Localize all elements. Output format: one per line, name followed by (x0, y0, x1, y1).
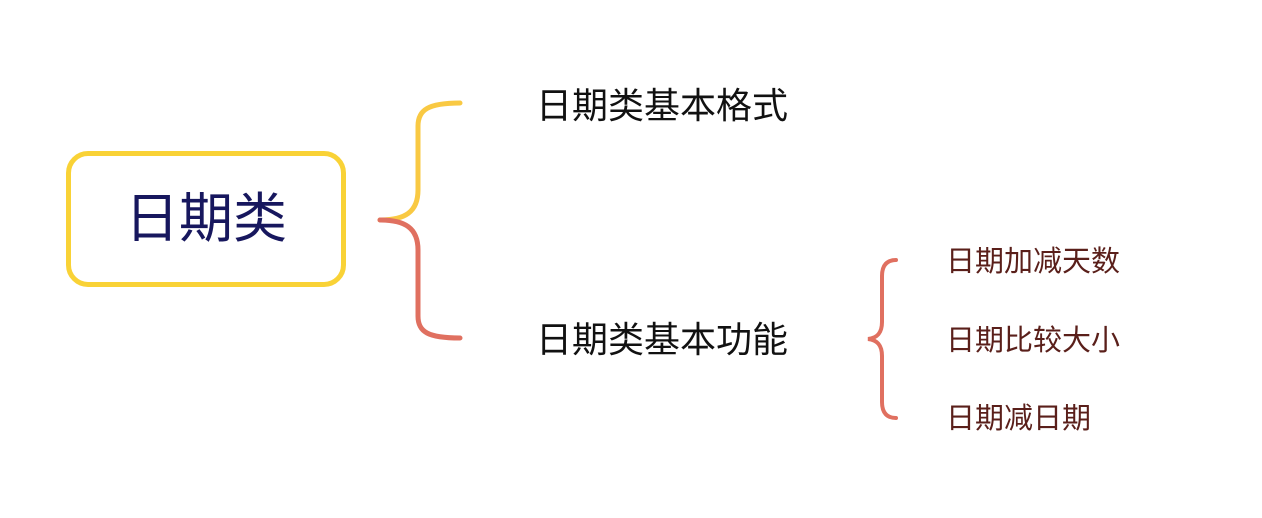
brace-bottom-half (377, 217, 463, 341)
root-node[interactable]: 日期类 (66, 151, 346, 287)
branch-basic-functions[interactable]: 日期类基本功能 (536, 320, 789, 361)
leaf-subtract-dates[interactable]: 日期减日期 (946, 401, 1092, 435)
leaf-add-days[interactable]: 日期加减天数 (946, 244, 1121, 278)
brace-top-half (377, 100, 463, 223)
branch-basic-format[interactable]: 日期类基本格式 (536, 86, 789, 127)
leaf-compare-dates[interactable]: 日期比较大小 (946, 323, 1121, 357)
sub-brace (867, 258, 898, 420)
root-label: 日期类 (125, 187, 287, 250)
